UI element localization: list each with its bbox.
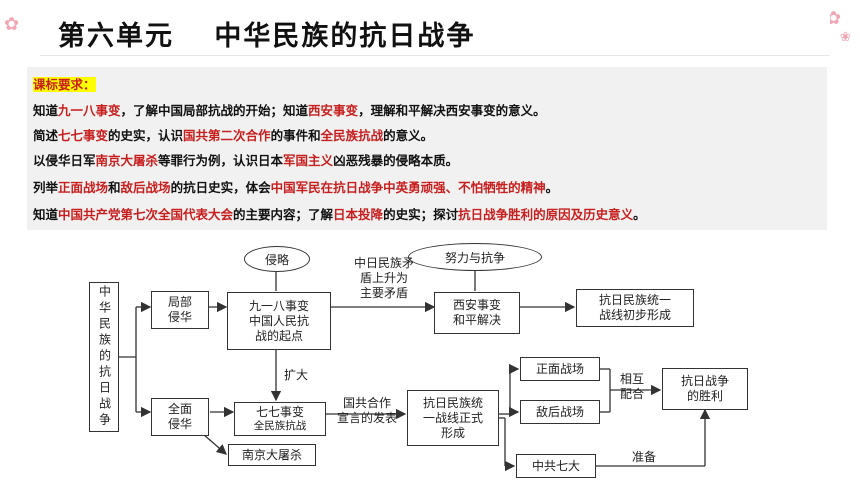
text-line: 主要矛盾 <box>359 286 408 300</box>
standard-text: 的意义。 <box>383 128 434 143</box>
node-line: 形成 <box>440 425 465 440</box>
highlighted-term: 敌后战场 <box>120 180 171 195</box>
node-line: 抗日民族统 <box>422 395 483 410</box>
standard-text: 简述 <box>33 128 59 143</box>
title-bar <box>40 10 830 56</box>
flower-icon: ❀ <box>840 30 851 45</box>
highlighted-term: 正面战场 <box>58 180 109 195</box>
highlighted-term: 抗日战争胜利的原因及历史意义 <box>458 207 634 222</box>
node-line: 战线初步形成 <box>598 308 671 322</box>
invasion-oval: 侵略 <box>244 246 310 272</box>
text-line: 国共合作 <box>342 396 391 410</box>
highlighted-term: 国共第二次合作 <box>183 128 271 143</box>
node-line: 抗日民族统一 <box>598 293 671 307</box>
standard-text: 的主要内容；了解 <box>233 207 334 222</box>
highlighted-term: 中国军民在抗日战争中英勇顽强、不怕牺牲的精神 <box>270 180 546 195</box>
standard-text: 知道 <box>33 207 59 222</box>
standard-text: 以侵华日军 <box>33 153 96 168</box>
struggle-oval: 努力与抗争 <box>408 243 542 271</box>
node-line: 九一八事变 <box>248 298 309 313</box>
node-line: 西安事变 <box>452 298 501 312</box>
standard-text: 的史实；探讨 <box>383 207 459 222</box>
standard-text: 和 <box>108 180 121 195</box>
standard-text: 的抗日史实，体会 <box>170 180 271 195</box>
behind-lines-battlefield-node: 敌后战场 <box>520 400 600 424</box>
page-title: 第六单元 中华民族的抗日战争 <box>58 21 476 52</box>
highlighted-term: 南京大屠杀 <box>95 153 159 168</box>
text-line: 相互 <box>619 372 644 386</box>
united-front-formal-node: 抗日民族统 一战线正式 形成 <box>407 390 499 446</box>
highlighted-term: 军国主义 <box>283 153 334 168</box>
text-line: 盾上升为 <box>359 271 408 285</box>
nanjing-massacre-node: 南京大屠杀 <box>228 444 316 466</box>
standard-text: 。 <box>545 180 559 195</box>
standard-text: ，理解和平解决西安事变的意义。 <box>358 103 546 118</box>
standard-line: 知道九一八事变，了解中国局部抗战的开始；知道西安事变，理解和平解决西安事变的意义… <box>33 100 546 119</box>
prepare-label: 准备 <box>632 450 657 464</box>
standard-text: 知道 <box>33 103 59 118</box>
cooperate-label: 相互 配合 <box>612 372 652 402</box>
node-line: 全民族抗战 <box>253 419 307 432</box>
highlighted-term: 七七事变 <box>58 128 109 143</box>
text-line: 宣言的发表 <box>336 411 397 425</box>
node-line: 中国人民抗 <box>248 313 309 328</box>
node-line: 战的起点 <box>254 328 303 343</box>
highlighted-term: 西安事变 <box>308 103 359 118</box>
standards-heading: 课标要求： <box>33 77 96 92</box>
standard-text: 等罪行为例，认识日本 <box>158 153 284 168</box>
node-line: 抗日战争 <box>680 374 729 388</box>
text-line: 配合 <box>619 387 644 401</box>
flower-icon: ✿ <box>4 14 20 35</box>
frontal-battlefield-node: 正面战场 <box>520 357 600 381</box>
text-line: 中日民族矛 <box>353 256 414 270</box>
standard-text: 的事件和 <box>270 128 321 143</box>
full-invasion-node: 全面侵华 <box>151 398 209 436</box>
standard-line: 知道中国共产党第七次全国代表大会的主要内容；了解日本投降的史实；探讨抗日战争胜利… <box>33 204 646 223</box>
xian-incident-node: 西安事变 和平解决 <box>434 292 520 334</box>
contradiction-label: 中日民族矛 盾上升为 主要矛盾 <box>340 256 428 301</box>
victory-node: 抗日战争 的胜利 <box>662 368 748 410</box>
node-line: 一战线正式 <box>422 410 483 425</box>
root-node: 中华民族的抗日战争 <box>89 282 119 432</box>
sept18-node: 九一八事变 中国人民抗 战的起点 <box>227 292 331 350</box>
standard-text: 的史实，认识 <box>108 128 184 143</box>
node-line: 的胜利 <box>686 389 723 403</box>
node-label: 局部侵华 <box>167 295 192 324</box>
node-line: 和平解决 <box>452 313 501 327</box>
standard-text: 。 <box>633 207 646 222</box>
july7-node: 七七事变 全民族抗战 <box>234 402 326 436</box>
highlighted-term: 日本投降 <box>333 207 384 222</box>
standard-text: ，了解中国局部抗战的开始；知道 <box>120 103 309 118</box>
node-line: 七七事变 <box>255 404 304 419</box>
standard-line: 简述七七事变的史实，认识国共第二次合作的事件和全民族抗战的意义。 <box>33 125 433 144</box>
partial-invasion-node: 局部侵华 <box>151 291 209 329</box>
standard-text: 列举 <box>33 180 59 195</box>
highlighted-term: 九一八事变 <box>58 103 121 118</box>
curriculum-standards-panel: 课标要求： 知道九一八事变，了解中国局部抗战的开始；知道西安事变，理解和平解决西… <box>27 67 827 230</box>
ccp-seventh-congress-node: 中共七大 <box>516 454 596 478</box>
standard-line: 列举正面战场和敌后战场的抗日史实，体会中国军民在抗日战争中英勇顽强、不怕牺牲的精… <box>33 177 558 196</box>
united-front-initial-node: 抗日民族统一 战线初步形成 <box>576 289 694 327</box>
expand-label: 扩大 <box>284 368 309 382</box>
highlighted-term: 全民族抗战 <box>320 128 384 143</box>
manifesto-label: 国共合作 宣言的发表 <box>330 396 404 426</box>
standard-text: 凶恶残暴的侵略本质。 <box>333 153 459 168</box>
standard-line: 以侵华日军南京大屠杀等罪行为例，认识日本军国主义凶恶残暴的侵略本质。 <box>33 150 458 169</box>
node-label: 全面侵华 <box>167 402 192 431</box>
highlighted-term: 中国共产党第七次全国代表大会 <box>58 207 234 222</box>
